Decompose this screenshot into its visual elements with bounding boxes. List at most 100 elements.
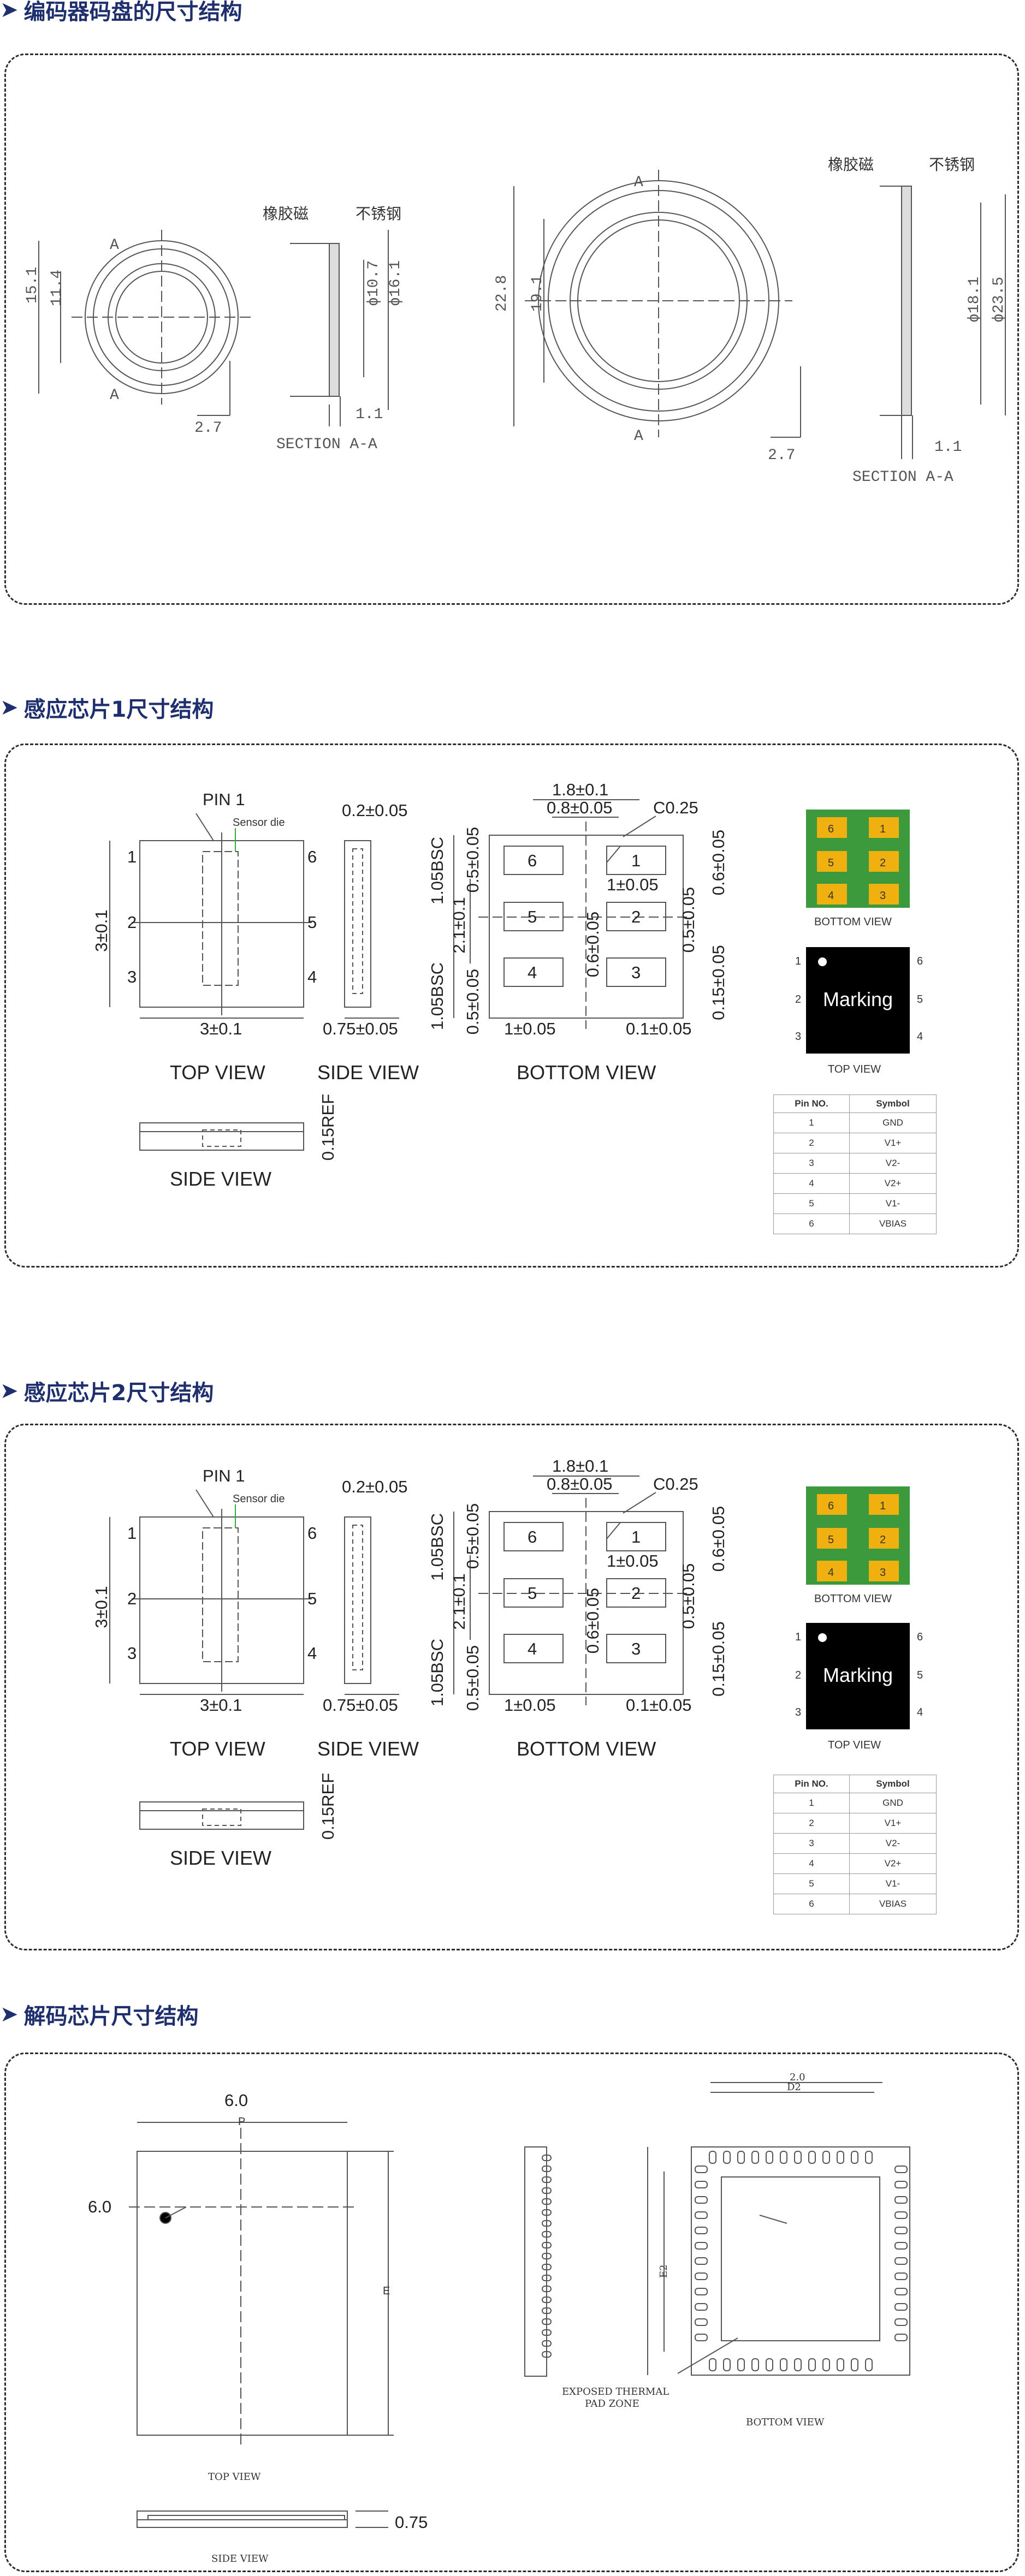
side-pins xyxy=(542,2155,552,2358)
svg-text:3: 3 xyxy=(795,1031,801,1043)
svg-text:1: 1 xyxy=(880,1500,886,1512)
svg-text:4: 4 xyxy=(917,1706,923,1718)
svg-text:2: 2 xyxy=(127,1589,137,1608)
svg-text:E2: E2 xyxy=(658,2264,669,2278)
pin-table-header: Pin NO. xyxy=(773,1775,850,1793)
svg-text:1: 1 xyxy=(880,823,886,835)
lead-pad xyxy=(542,2340,552,2347)
svg-text:19.1: 19.1 xyxy=(529,275,546,312)
pin-table-cell: VBIAS xyxy=(849,1213,937,1234)
pin-table-cell: V1- xyxy=(849,1193,937,1214)
pin-table-cell: V1+ xyxy=(849,1133,937,1153)
svg-text:SECTION A-A: SECTION A-A xyxy=(852,469,953,486)
svg-text:6: 6 xyxy=(307,1524,317,1543)
svg-text:TOP VIEW: TOP VIEW xyxy=(828,1063,881,1075)
svg-text:0.1±0.05: 0.1±0.05 xyxy=(626,1695,691,1715)
svg-text:BOTTOM VIEW: BOTTOM VIEW xyxy=(746,2417,825,2428)
svg-text:0.15±0.05: 0.15±0.05 xyxy=(709,1621,728,1697)
svg-text:A: A xyxy=(634,174,643,191)
svg-text:0.5±0.05: 0.5±0.05 xyxy=(679,1563,698,1629)
pin-table-header: Symbol xyxy=(849,1775,937,1793)
lead-pad xyxy=(751,2151,759,2164)
svg-text:1: 1 xyxy=(127,847,137,866)
svg-text:6: 6 xyxy=(917,955,923,967)
svg-text:6: 6 xyxy=(528,851,537,870)
lead-pad xyxy=(808,2151,816,2164)
lead-pad xyxy=(723,2151,731,2164)
lead-pad xyxy=(822,2151,830,2164)
svg-text:橡胶磁: 橡胶磁 xyxy=(263,205,309,223)
svg-text:1.05BSC: 1.05BSC xyxy=(428,1639,447,1706)
svg-text:3±0.1: 3±0.1 xyxy=(92,909,111,951)
pin-table-cell: V1- xyxy=(849,1873,937,1894)
lead-pad xyxy=(542,2351,552,2358)
encoder-drawing: 15.1 11.4 2.7 A A 橡胶磁 不锈钢 ϕ10.7 ϕ16.1 1.… xyxy=(24,156,1008,486)
lead-pad xyxy=(542,2198,552,2205)
lead-pad xyxy=(542,2264,552,2270)
svg-text:4: 4 xyxy=(307,967,317,986)
svg-text:SIDE VIEW: SIDE VIEW xyxy=(317,1738,419,1760)
decoder-bottom-side xyxy=(524,2146,547,2377)
svg-text:1.8±0.1: 1.8±0.1 xyxy=(552,780,608,799)
svg-text:SECTION A-A: SECTION A-A xyxy=(276,436,377,453)
svg-text:1±0.05: 1±0.05 xyxy=(504,1019,556,1038)
lead-pad xyxy=(794,2151,802,2164)
svg-text:3±0.1: 3±0.1 xyxy=(92,1586,111,1628)
section-title-encoder: ➤ 编码器码盘的尺寸结构 xyxy=(0,0,242,25)
svg-text:2: 2 xyxy=(795,1669,801,1681)
svg-text:5: 5 xyxy=(528,907,537,926)
svg-text:4: 4 xyxy=(828,1567,834,1579)
svg-text:3: 3 xyxy=(795,1706,801,1718)
lead-pad xyxy=(865,2151,873,2164)
side-leads xyxy=(147,2515,345,2520)
pin-table-cell: 3 xyxy=(773,1153,850,1174)
lead-pad xyxy=(865,2358,873,2371)
lead-pad xyxy=(542,2275,552,2281)
svg-text:22.8: 22.8 xyxy=(494,275,511,312)
pin-table-cell: V2+ xyxy=(849,1853,937,1874)
bottom-view-photo xyxy=(806,1486,910,1585)
lead-pad xyxy=(542,2165,552,2172)
svg-text:0.15REF: 0.15REF xyxy=(318,1094,337,1161)
svg-text:TOP VIEW: TOP VIEW xyxy=(170,1738,265,1760)
section-title-sensor2: ➤ 感应芯片2尺寸结构 xyxy=(0,1378,214,1406)
lead-pad xyxy=(780,2358,787,2371)
lead-pad xyxy=(542,2187,552,2194)
sensor2-drawing: PIN 1 Sensor die 1 2 3 6 5 4 3±0.1 3±0.1… xyxy=(92,1456,923,1869)
svg-text:6.0: 6.0 xyxy=(224,2091,248,2110)
svg-text:0.1±0.05: 0.1±0.05 xyxy=(626,1019,691,1038)
lead-pad xyxy=(723,2358,731,2371)
svg-text:PIN 1: PIN 1 xyxy=(203,790,245,809)
svg-text:橡胶磁: 橡胶磁 xyxy=(828,156,874,174)
svg-text:1.1: 1.1 xyxy=(934,439,962,456)
svg-text:0.5±0.05: 0.5±0.05 xyxy=(679,887,698,953)
svg-text:ϕ16.1: ϕ16.1 xyxy=(387,260,404,306)
svg-text:1±0.05: 1±0.05 xyxy=(504,1695,556,1715)
lead-pad xyxy=(837,2358,844,2371)
svg-text:2.7: 2.7 xyxy=(194,420,222,437)
lead-pad xyxy=(542,2253,552,2259)
lead-pad xyxy=(766,2151,773,2164)
lead-pad xyxy=(894,2181,908,2188)
svg-text:4: 4 xyxy=(528,963,537,982)
svg-text:BOTTOM VIEW: BOTTOM VIEW xyxy=(517,1061,656,1084)
svg-text:Marking: Marking xyxy=(823,1664,893,1686)
lead-pad xyxy=(780,2151,787,2164)
svg-text:SIDE VIEW: SIDE VIEW xyxy=(170,1168,271,1190)
svg-text:EXPOSED THERMAL: EXPOSED THERMAL xyxy=(562,2386,669,2397)
pin-table-cell: 1 xyxy=(773,1793,850,1813)
svg-text:3: 3 xyxy=(880,1567,886,1579)
svg-text:5: 5 xyxy=(307,913,317,932)
svg-text:TOP VIEW: TOP VIEW xyxy=(170,1061,265,1084)
svg-text:E: E xyxy=(383,2285,390,2297)
svg-text:C0.25: C0.25 xyxy=(653,798,698,817)
svg-text:Marking: Marking xyxy=(823,988,893,1010)
lead-pad xyxy=(542,2329,552,2336)
svg-text:1.8±0.1: 1.8±0.1 xyxy=(552,1456,608,1476)
